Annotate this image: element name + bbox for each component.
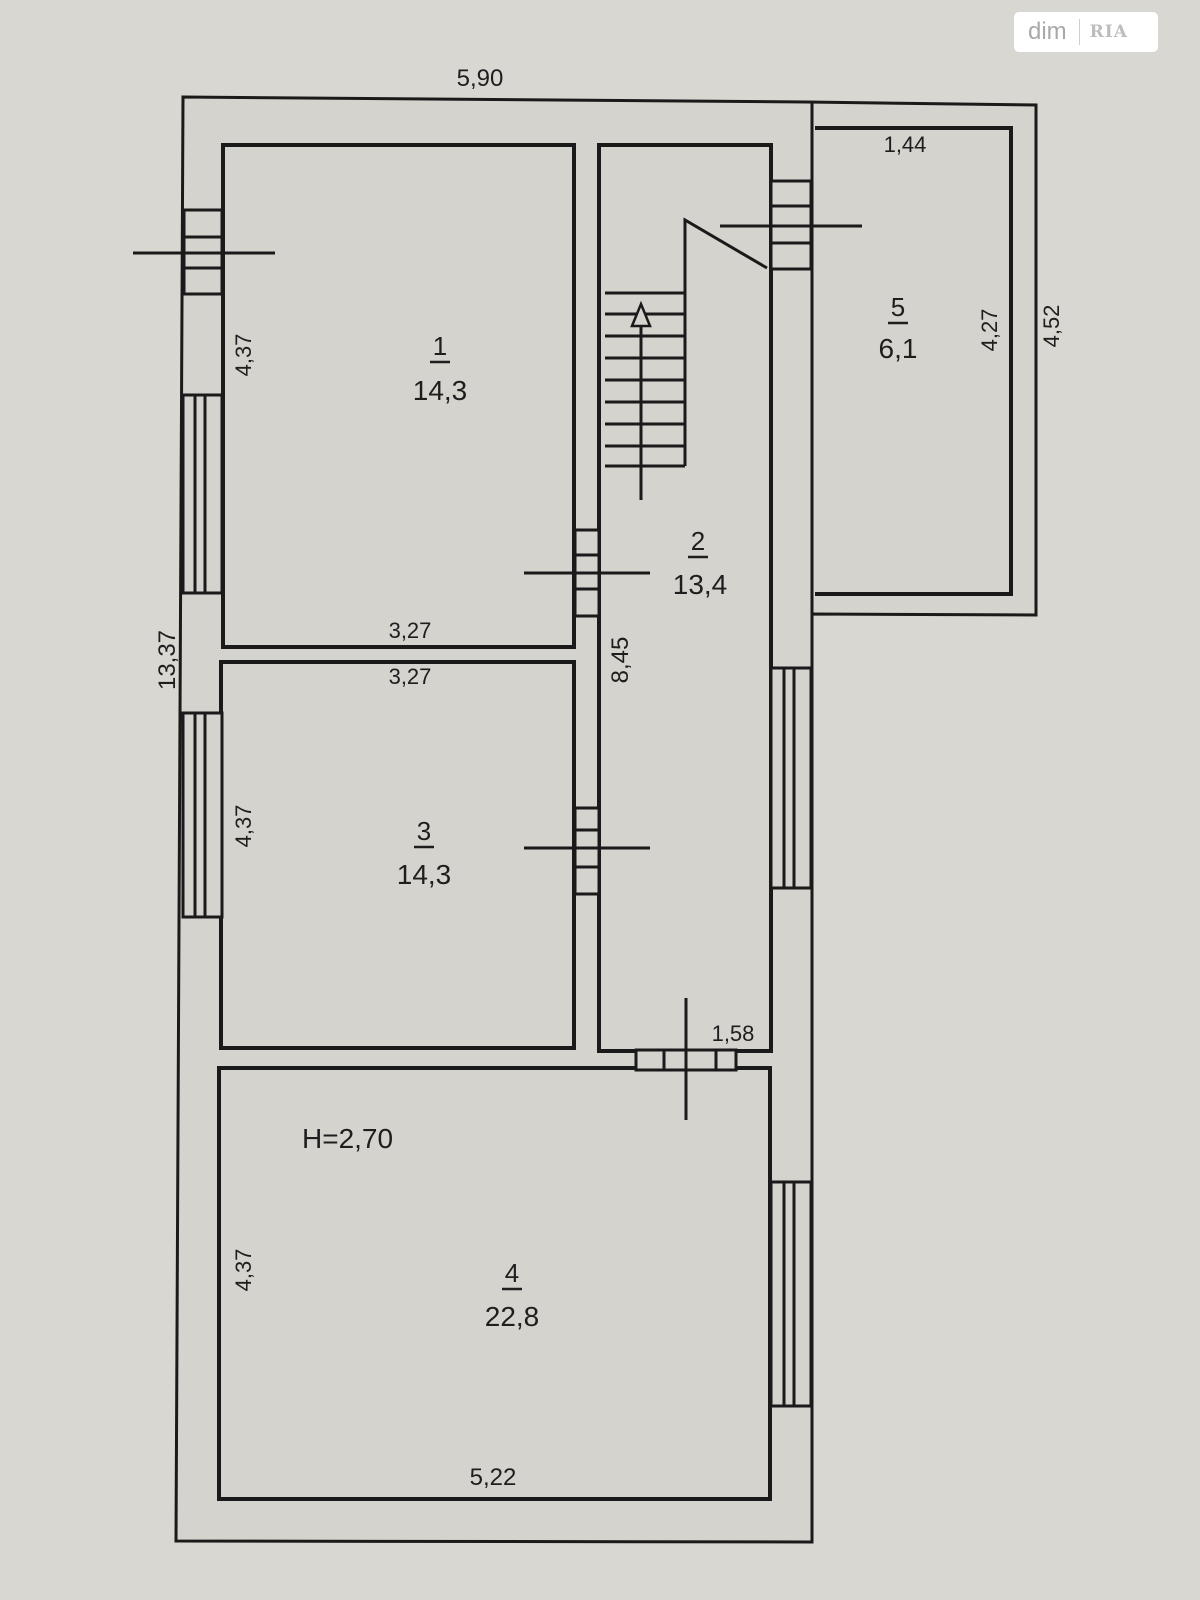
dim-left-total-height: 13,37 [154, 630, 181, 690]
door-room-3-to-2 [524, 806, 650, 896]
door-room-1-exterior [133, 208, 275, 296]
room-2-area: 13,4 [673, 569, 728, 600]
room-5-area: 6,1 [879, 333, 918, 364]
room-5-outline [815, 126, 1013, 596]
dim-room5-width: 1,44 [884, 132, 927, 157]
room-1-label: 1 14,3 [413, 331, 468, 406]
window-room-1 [181, 393, 224, 595]
room-1-number: 1 [433, 331, 447, 361]
room-4-number: 4 [505, 1258, 519, 1288]
outer-wall [174, 95, 1038, 1544]
dim-room4-width: 5,22 [470, 1464, 517, 1491]
watermark-dim: dim [1028, 18, 1067, 45]
watermark-ria: RIA [1089, 22, 1128, 42]
room-3-area: 14,3 [397, 859, 452, 890]
window-room-2 [769, 666, 813, 890]
dim-room3-height: 4,37 [231, 805, 256, 848]
room-3-label: 3 14,3 [397, 816, 452, 890]
window-room-3 [181, 711, 224, 919]
door-room-1-to-2 [524, 528, 650, 618]
dim-corridor-length: 8,45 [607, 637, 634, 684]
room-5-label: 5 6,1 [879, 292, 918, 364]
ceiling-height: H=2,70 [302, 1123, 393, 1154]
staircase [605, 217, 768, 500]
room-1-area: 14,3 [413, 375, 468, 406]
room-4-label: 4 22,8 [485, 1258, 540, 1332]
window-room-4 [769, 1180, 813, 1408]
room-5-number: 5 [891, 292, 905, 322]
dim-door-width: 1,58 [712, 1021, 755, 1046]
dim-room4-height: 4,37 [231, 1249, 256, 1292]
dim-room1-width: 3,27 [389, 618, 432, 643]
dim-room1-height: 4,37 [231, 334, 256, 377]
room-2-number: 2 [691, 526, 705, 556]
room-3-number: 3 [417, 816, 431, 846]
dim-top-total-width: 5,90 [457, 65, 504, 92]
room-4-area: 22,8 [485, 1301, 540, 1332]
watermark-divider [1078, 19, 1080, 45]
stair-direction-arrow-icon [630, 300, 652, 328]
door-room-2-to-4 [634, 998, 738, 1120]
dim-room3-width: 3,27 [389, 664, 432, 689]
watermark-logo: dim RIA [1014, 12, 1158, 52]
dim-annex-outer-height: 4,52 [1039, 305, 1064, 348]
door-room-2-to-5 [720, 179, 862, 271]
room-2-label: 2 13,4 [673, 526, 728, 600]
dim-room5-height: 4,27 [977, 309, 1002, 352]
